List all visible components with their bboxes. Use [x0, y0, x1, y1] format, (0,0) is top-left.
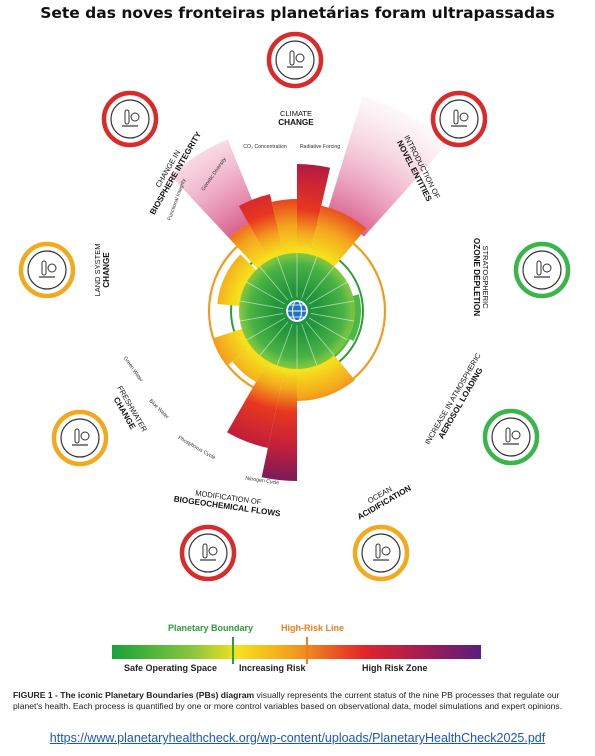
safe-grid-line [301, 256, 318, 298]
water-drops-icon [51, 409, 109, 467]
ocean-ph-icon [352, 524, 410, 582]
page-title: Sete das noves fronteiras planetárias fo… [40, 4, 555, 22]
source-link[interactable]: https://www.planetaryhealthcheck.org/wp-… [49, 731, 546, 745]
sub-label-nitrogen: Nitrogen Cycle [245, 476, 280, 487]
safe-grid-line [259, 321, 289, 356]
green-water-wedge [213, 327, 254, 366]
boundary-label-line2: OZONE DEPLETION [472, 238, 481, 316]
plants-biogeochem-icon [179, 524, 237, 582]
caption-lead: FIGURE 1 - The iconic Planetary Boundari… [13, 690, 255, 700]
thermometer-factory-icon [266, 31, 324, 89]
safe-grid-lines [239, 253, 355, 369]
safe-grid-line [305, 266, 335, 301]
ozone-sun-icon [513, 241, 571, 299]
safe-grid-line [276, 256, 293, 298]
dna-biodiversity-icon [101, 90, 159, 148]
functional-integrity-wedge [228, 223, 271, 271]
safe-grid-line [308, 281, 348, 305]
novel-entities-fade-wedge [326, 95, 448, 237]
caption-body: visually represents the current status o… [13, 690, 563, 711]
safe-grid-line [305, 321, 335, 356]
boundary-label-line1: LAND SYSTEM [93, 244, 102, 297]
legend [112, 637, 481, 664]
phosphorus-wedge [227, 358, 286, 448]
safe-grid-line [239, 313, 284, 322]
functional-integrity-fade-wedge [170, 139, 260, 238]
safe-grid-line [246, 317, 286, 341]
risk-gradient-bar [112, 645, 481, 659]
novel-entities-wedge [309, 205, 367, 269]
co2-concentration-wedge [271, 199, 297, 258]
sub-label-phosphorus: Phosphorus Cycle [177, 435, 217, 461]
boundary-label-line1: CLIMATE [280, 109, 312, 118]
sub-label-forcing: Radiative Forcing [300, 144, 340, 150]
safe-grid-line [259, 266, 289, 301]
figure-caption: FIGURE 1 - The iconic Planetary Boundari… [13, 690, 585, 712]
safe-grid-line [310, 313, 355, 322]
safe-grid-line [239, 300, 284, 309]
globe-icon [286, 300, 308, 322]
aerosol-cloud-icon [482, 408, 540, 466]
land-system-wedge [217, 254, 259, 307]
tree-stump-icon [18, 241, 76, 299]
flask-nuclear-icon [430, 90, 488, 148]
genetic-diversity-wedge [238, 194, 285, 263]
sub-label-co2: CO₂ Concentration [243, 144, 287, 150]
safe-grid-line [310, 300, 355, 309]
nitrogen-wedge [261, 364, 297, 481]
sub-label-blue_water: Blue Water [148, 398, 170, 420]
radiative-forcing-wedge [297, 164, 331, 258]
safe-grid-line [246, 281, 286, 305]
boundary-label-line2: CHANGE [102, 252, 111, 288]
boundary-label-line2: CHANGE [278, 118, 314, 127]
safe-grid-line [301, 324, 318, 366]
sub-label-green_water: Green Water [122, 356, 144, 384]
boundary-label-line1: STRATOSPHERIC [481, 245, 490, 309]
safe-grid-line [308, 317, 348, 341]
safe-grid-line [276, 324, 293, 366]
boundary-label-line1: INCREASE IN ATMOSPHERIC [423, 351, 483, 446]
